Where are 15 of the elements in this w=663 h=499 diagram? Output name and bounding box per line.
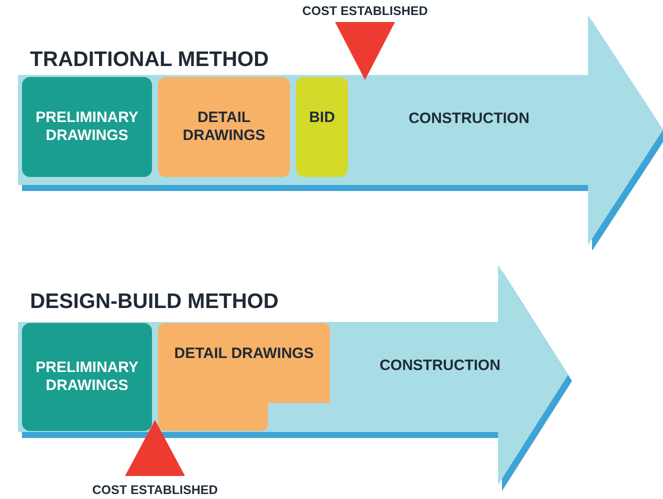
milestone-caption: COST ESTABLISHED	[301, 4, 429, 18]
stage-box	[22, 77, 152, 177]
method-heading: TRADITIONAL METHOD	[30, 48, 269, 72]
stage-label: PRELIMINARY DRAWINGS	[34, 109, 140, 145]
method-heading: DESIGN-BUILD METHOD	[30, 290, 278, 314]
stage-label: DETAIL DRAWINGS	[173, 345, 315, 363]
stage-label: DETAIL DRAWINGS	[182, 109, 266, 145]
stage-box	[158, 77, 290, 177]
stage-label: BID	[308, 109, 336, 127]
stage-label: CONSTRUCTION	[408, 110, 530, 128]
stage-label: PRELIMINARY DRAWINGS	[34, 359, 140, 395]
milestone-caption: COST ESTABLISHED	[91, 483, 219, 497]
stage-box	[22, 323, 152, 431]
stage-box	[296, 77, 348, 177]
stage-label: CONSTRUCTION	[378, 357, 502, 375]
